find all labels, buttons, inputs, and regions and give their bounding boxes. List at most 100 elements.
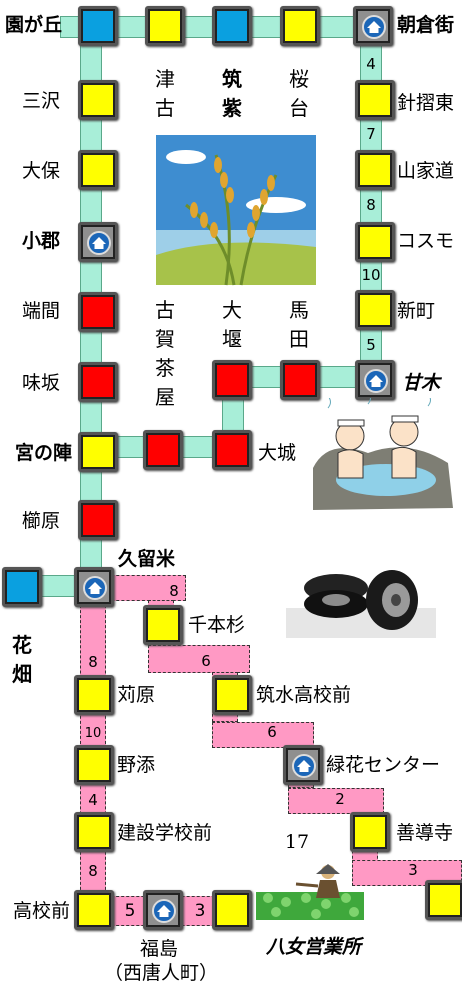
square-karihara — [74, 675, 114, 715]
label-tsuko: 津古 — [155, 67, 175, 120]
label-yamaie: 山家道 — [397, 160, 455, 182]
label-kushihara: 櫛原 — [22, 510, 61, 532]
label-shinmachi: 新町 — [397, 300, 436, 322]
label-ooho: 大保 — [22, 160, 61, 182]
label-hashima: 端間 — [22, 300, 61, 322]
label-senbonsugi: 千本杉 — [188, 614, 246, 636]
label-koukoumae: 高校前 — [12, 900, 70, 922]
label-mata: 馬田 — [289, 298, 309, 351]
label-miyanojin: 宮の陣 — [14, 442, 72, 464]
tea-picking-illustration — [256, 864, 364, 920]
square-yame — [212, 890, 252, 930]
label-fukushima-sub: （西唐人町） — [104, 962, 219, 984]
square-ajisaka — [78, 362, 118, 402]
square-kensetsu — [74, 812, 114, 852]
square-sakuradai — [280, 6, 320, 46]
square-ooshiro — [212, 430, 252, 470]
square-hanazonogaoka — [78, 6, 118, 46]
label-amagi: 甘木 — [402, 372, 441, 394]
label-cosmos: コスモ — [397, 230, 455, 252]
distance-label: 7 — [366, 125, 376, 143]
label-ooshiro: 大城 — [258, 442, 297, 464]
distance-label: 8 — [88, 862, 98, 880]
label-chikusui: 筑水高校前 — [256, 684, 352, 706]
track-senbon-chikusui — [148, 645, 250, 673]
label-chikushi: 筑紫 — [222, 67, 242, 120]
home-icon — [87, 231, 111, 255]
distance-label: 10 — [84, 726, 102, 741]
home-icon — [362, 15, 386, 39]
page-number: 17 — [284, 831, 310, 853]
distance-label: 10 — [361, 266, 381, 284]
square-chikusui — [212, 675, 252, 715]
square-chikushi — [212, 6, 252, 46]
square-fukushima — [143, 890, 183, 930]
label-zendoji: 善導寺 — [396, 822, 454, 844]
label-harisuri: 針摺東 — [397, 92, 455, 114]
distance-label: 2 — [335, 790, 345, 808]
label-misawa: 三沢 — [22, 90, 61, 112]
square-tsuko — [145, 6, 185, 46]
square-cosmos — [355, 222, 395, 262]
distance-label: 8 — [366, 196, 376, 214]
label-sakuradai: 桜台 — [289, 67, 309, 120]
label-asakura: 朝倉街 — [397, 14, 455, 36]
track-kurume-senbon — [106, 575, 186, 601]
rice-field-illustration — [156, 135, 316, 286]
track-zendoji-yame — [352, 860, 462, 886]
distance-label: 8 — [88, 653, 98, 671]
home-icon — [152, 899, 176, 923]
square-asakura — [353, 6, 393, 46]
home-icon — [364, 369, 388, 393]
square-kurume — [74, 567, 114, 607]
distance-label: 6 — [201, 652, 211, 670]
square-zendoji — [350, 812, 390, 852]
square-miyanojin — [78, 432, 118, 472]
square-amagi — [355, 360, 395, 400]
label-yame: 八女営業所 — [266, 936, 362, 958]
track-ryokka-zendoji — [288, 788, 384, 814]
label-nozoe: 野添 — [117, 754, 156, 776]
label-ryokka: 緑花センター — [326, 754, 441, 776]
square-senbonsugi — [143, 605, 183, 645]
label-karihara: 苅原 — [117, 684, 156, 706]
distance-label: 4 — [88, 791, 98, 809]
square-koga — [143, 430, 183, 470]
square-nozoe — [74, 745, 114, 785]
square-shinmachi — [355, 290, 395, 330]
square-harisuri — [355, 80, 395, 120]
label-hanabatake: 花畑 — [12, 633, 32, 686]
label-kurume: 久留米 — [118, 548, 176, 570]
square-mata — [280, 360, 320, 400]
label-ogoori: 小郡 — [22, 230, 61, 252]
distance-label: 5 — [366, 336, 376, 354]
tires-illustration — [286, 570, 436, 638]
label-kensetsu: 建設学校前 — [117, 822, 213, 844]
square-hanabatake — [2, 567, 42, 607]
label-oozeki: 大堰 — [222, 298, 242, 351]
home-icon — [292, 754, 316, 778]
square-kushihara — [78, 500, 118, 540]
square-ogoori — [78, 222, 118, 262]
square-misawa — [78, 80, 118, 120]
distance-label: 6 — [267, 723, 277, 741]
distance-label: 3 — [194, 901, 206, 921]
hot-spring-illustration — [313, 398, 453, 510]
square-yamaie — [355, 150, 395, 190]
square-oozeki — [212, 360, 252, 400]
home-icon — [83, 576, 107, 600]
label-ajisaka: 味坂 — [22, 372, 61, 394]
square-ryokka — [283, 745, 323, 785]
distance-label: 5 — [124, 901, 136, 921]
distance-label: 4 — [366, 55, 376, 73]
square-hashima — [78, 292, 118, 332]
track-chikusui-ryokka — [212, 722, 314, 748]
label-hanazonogaoka: 園が丘 — [4, 14, 62, 36]
square-ooho — [78, 150, 118, 190]
square-koukoumae — [74, 890, 114, 930]
square-yame-east — [425, 880, 462, 920]
distance-label: 3 — [408, 861, 418, 879]
distance-label: 8 — [169, 582, 179, 600]
label-fukushima: 福島 — [140, 938, 179, 960]
